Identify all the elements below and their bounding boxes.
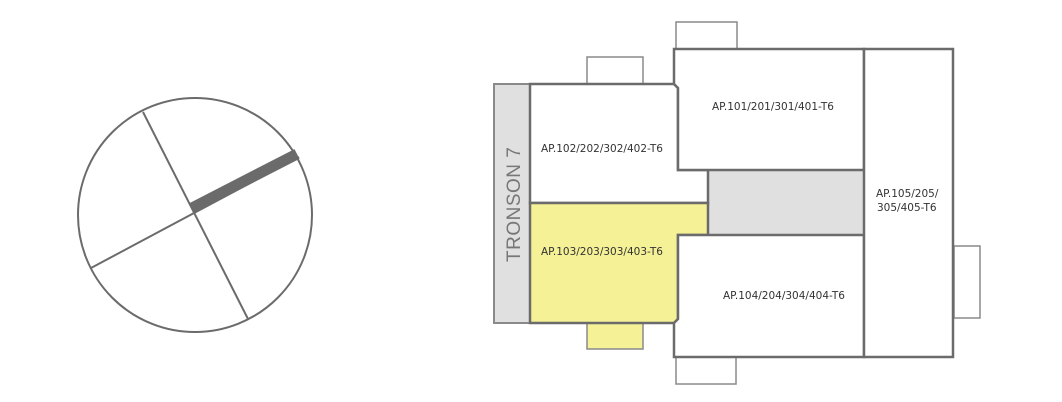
balcony-104: [675, 356, 737, 385]
common-area: [707, 169, 865, 236]
unit-104-label: AP.104/204/304/404-T6: [723, 290, 845, 302]
unit-101-label: AP.101/201/301/401-T6: [712, 101, 834, 113]
unit-102-label: AP.102/202/302/402-T6: [541, 143, 663, 155]
balcony-103: [586, 322, 644, 350]
tronson-label: TRONSON 7: [504, 147, 525, 262]
balcony-105: [953, 245, 981, 319]
unit-105[interactable]: AP.105/205/ 305/405-T6: [862, 47, 955, 359]
unit-105-label-line2: 305/405-T6: [877, 202, 937, 214]
unit-103-selected[interactable]: AP.103/203/303/403-T6: [528, 201, 710, 325]
unit-103-label: AP.103/203/303/403-T6: [541, 246, 663, 258]
balcony-102: [586, 56, 644, 85]
balcony-101: [675, 21, 738, 50]
unit-105-label-line1: AP.105/205/: [876, 188, 939, 200]
unit-104[interactable]: AP.104/204/304/404-T6: [672, 233, 866, 359]
unit-101[interactable]: AP.101/201/301/401-T6: [672, 47, 866, 172]
orientation-bar: [189, 149, 300, 213]
compass-orientation-icon: [77, 97, 313, 333]
tronson-7-block: [493, 83, 531, 324]
